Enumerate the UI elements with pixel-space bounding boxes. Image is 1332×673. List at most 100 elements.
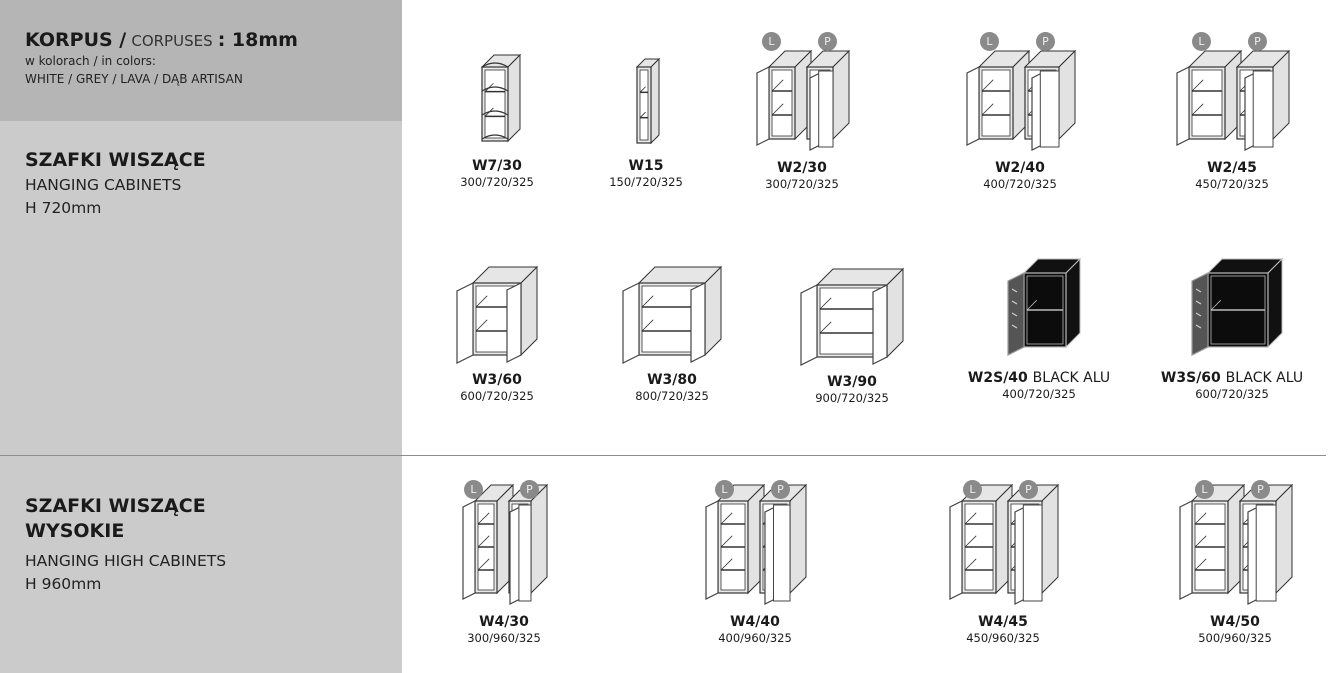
cabinet-door-right <box>518 504 532 602</box>
cabinet-drawing <box>1007 257 1082 356</box>
cabinet-side <box>507 53 521 143</box>
product-code: W7/30 <box>397 158 597 175</box>
product-dimensions: 500/960/325 <box>1198 631 1272 645</box>
glass-reflection <box>1011 300 1018 305</box>
shelf-edge <box>819 297 832 310</box>
product-code-text: W7/30 <box>472 158 522 174</box>
cabinet-door <box>506 282 522 363</box>
section-height: H 720mm <box>25 199 102 217</box>
product-dimensions: 150/720/325 <box>609 175 683 189</box>
product-dimensions: 400/720/325 <box>983 177 1057 191</box>
product-code: W2S/40 BLACK ALU <box>939 370 1139 387</box>
product-dimensions: 400/960/325 <box>718 631 792 645</box>
cabinet-door <box>800 284 818 366</box>
corner-shelf <box>481 62 509 68</box>
product-code-text: W3/80 <box>647 372 697 388</box>
cabinet-drawing <box>1191 257 1284 356</box>
badge-right: P <box>520 480 539 499</box>
cabinet-interior <box>1191 69 1223 137</box>
product-dimensions: 800/720/325 <box>635 389 709 403</box>
cabinet-drawing <box>800 267 905 366</box>
product-dimensions: 600/720/325 <box>1195 387 1269 401</box>
badge-left: L <box>715 480 734 499</box>
section-subtitle: HANGING HIGH CABINETS <box>25 552 227 570</box>
product-code: W2/45 <box>1132 160 1332 177</box>
cabinet-side <box>530 483 548 595</box>
badge-left: L <box>963 480 982 499</box>
product-code-text: W4/50 <box>1210 614 1260 630</box>
product-code: W2/30 <box>702 160 902 177</box>
section-title: SZAFKI WISZĄCE <box>25 149 206 171</box>
product-dimensions: 400/720/325 <box>1002 387 1076 401</box>
colors-list: WHITE / GREY / LAVA / DĄB ARTISAN <box>25 72 243 86</box>
section-subtitle: HANGING CABINETS <box>25 176 182 194</box>
product-dimensions: 450/720/325 <box>1195 177 1269 191</box>
shelf-edge <box>1210 299 1222 311</box>
shelf-edge <box>641 319 654 332</box>
colors-label: w kolorach / in colors: <box>25 54 156 68</box>
cabinet-door <box>622 282 640 364</box>
product-code-text: W3S/60 <box>1160 370 1221 386</box>
cabinet-side <box>1267 257 1283 349</box>
cabinet-door <box>705 500 719 600</box>
cabinet-side <box>1272 49 1290 141</box>
cabinet-drawing <box>456 265 539 364</box>
cabinet-side <box>832 49 850 141</box>
product-code: W4/40 <box>655 614 855 631</box>
product-code: W2/40 <box>920 160 1120 177</box>
shelf-edge <box>639 111 646 118</box>
product-dimensions: 300/960/325 <box>467 631 541 645</box>
badge-right: P <box>1251 480 1270 499</box>
product-code: W3/60 <box>397 372 597 389</box>
section-height: H 960mm <box>25 575 102 593</box>
cabinet-drawing <box>966 49 1077 151</box>
product-dimensions: 900/720/325 <box>815 391 889 405</box>
shelf-edge <box>477 558 490 571</box>
shelf-edge <box>964 535 977 548</box>
cabinet-side <box>1041 483 1059 595</box>
badge-right: P <box>771 480 790 499</box>
shelf-edge <box>1191 103 1204 116</box>
cabinet-interior <box>981 69 1011 137</box>
product-dimensions: 300/720/325 <box>460 175 534 189</box>
cabinet-drawing <box>1179 483 1294 605</box>
cabinet-door <box>1007 272 1025 356</box>
badge-right: P <box>1248 32 1267 51</box>
cabinet-drawing <box>622 265 723 364</box>
cabinet-side <box>1065 257 1081 349</box>
cabinet-door-right <box>1039 70 1060 148</box>
cabinet-door <box>1191 272 1209 356</box>
product-code-text: W4/30 <box>479 614 529 630</box>
glass-reflection <box>1195 312 1202 317</box>
product-finish: BLACK ALU <box>1032 370 1111 386</box>
section-hanging-high-cabinets: SZAFKI WISZĄCE WYSOKIE HANGING HIGH CABI… <box>0 456 402 673</box>
product-code-text: W2S/40 <box>967 370 1028 386</box>
shelf-edge <box>1194 558 1207 571</box>
shelf-edge <box>475 295 488 308</box>
cabinet-door <box>1179 500 1193 600</box>
cabinet-drawing <box>949 483 1060 605</box>
cabinet-side <box>650 57 660 145</box>
glass-reflection <box>1011 324 1018 329</box>
badge-right: P <box>818 32 837 51</box>
shelf-edge <box>1191 79 1204 92</box>
cabinet-side <box>789 483 807 595</box>
shelf-edge <box>771 103 784 116</box>
cabinet-side <box>886 267 904 359</box>
shelf-edge <box>981 103 994 116</box>
product-dimensions: 450/960/325 <box>966 631 1040 645</box>
shelf-edge <box>720 512 733 525</box>
shelf-edge <box>981 79 994 92</box>
shelf-edge <box>1194 535 1207 548</box>
